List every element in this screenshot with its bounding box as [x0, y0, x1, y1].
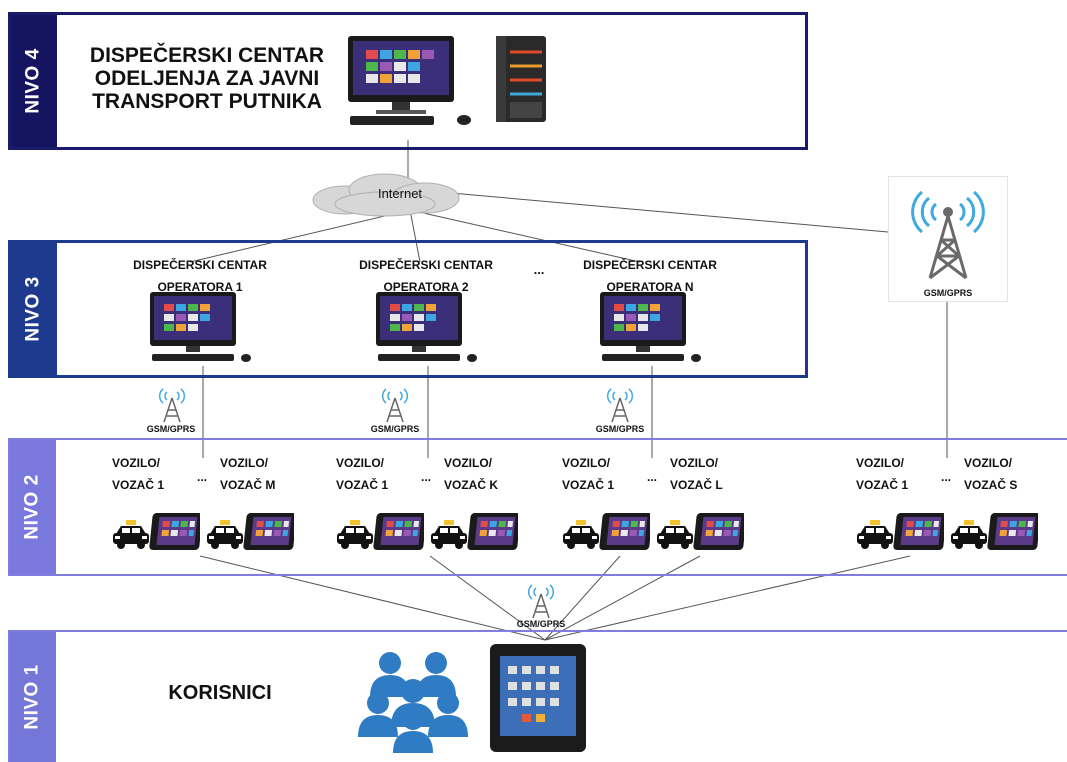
level-2-label: NIVO 2: [22, 474, 43, 540]
internet-label: Internet: [377, 186, 423, 201]
level-1-bar: NIVO 1: [10, 632, 56, 762]
level-1-label: NIVO 1: [22, 664, 43, 730]
central-dispatch-title: DISPEČERSKI CENTAR ODELJENJA ZA JAVNI TR…: [62, 44, 352, 113]
cell-tower-icon: [158, 388, 186, 423]
operator-title-line-1: DISPEČERSKI CENTAR: [359, 258, 493, 272]
vehicles-ellipsis: ...: [196, 470, 207, 484]
taxi-icon: [562, 520, 600, 555]
vehicle-group: VOZILO/VOZAČ 1 VOZILO/VOZAČ L...: [562, 450, 762, 560]
vehicle-label-line-1: VOZILO/: [444, 456, 492, 470]
gsm-label-op2: GSM/GPRS: [370, 424, 420, 434]
operator-title-line-2: OPERATORA 2: [383, 280, 469, 294]
vehicle-label-line-2: VOZAČ L: [670, 478, 723, 492]
users-label: KORISNICI: [168, 682, 272, 704]
gsm-label-main: GSM/GPRS: [923, 288, 973, 298]
desktop-monitor-icon: [348, 36, 471, 125]
taxi-icon: [656, 520, 694, 555]
tablet-icon: [466, 512, 521, 557]
tablet-icon: [372, 512, 427, 557]
desktop-monitor-icon: [600, 292, 701, 362]
operator-title-line-2: OPERATORA 1: [157, 280, 243, 294]
vehicle-label-line-2: VOZAČ 1: [112, 478, 165, 492]
gsm-label-opn: GSM/GPRS: [595, 424, 645, 434]
taxi-icon: [336, 520, 374, 555]
taxi-icon: [856, 520, 894, 555]
level-3-box: NIVO 3: [8, 240, 808, 378]
central-title-line-3: TRANSPORT PUTNIKA: [92, 90, 322, 113]
taxi-icon: [206, 520, 244, 555]
vehicle-label-line-2: VOZAČ 1: [562, 478, 615, 492]
operator-title-line-1: DISPEČERSKI CENTAR: [583, 258, 717, 272]
level-4-bar: NIVO 4: [11, 15, 57, 147]
taxi-icon: [430, 520, 468, 555]
desktop-monitor-icon: [150, 292, 251, 362]
cell-tower-icon: [527, 584, 555, 619]
vehicles-ellipsis: ...: [420, 470, 431, 484]
vehicle-label-line-1: VOZILO/: [562, 456, 610, 470]
level-2-bar: NIVO 2: [10, 440, 56, 574]
operator-title-line-1: DISPEČERSKI CENTAR: [133, 258, 267, 272]
gsm-label-users: GSM/GPRS: [516, 619, 566, 629]
vehicle-label-line-2: VOZAČ S: [964, 478, 1018, 492]
vehicle-label-line-1: VOZILO/: [336, 456, 384, 470]
tablet-icon: [490, 644, 586, 752]
operator-2-title: DISPEČERSKI CENTAR OPERATORA 2: [346, 254, 506, 298]
vehicle-label-line-1: VOZILO/: [964, 456, 1012, 470]
cell-tower-icon: [381, 388, 409, 423]
vehicle-group: VOZILO/VOZAČ 1 VOZILO/VOZAČ K...: [336, 450, 536, 560]
vehicle-label-line-2: VOZAČ M: [220, 478, 276, 492]
gsm-label-op1: GSM/GPRS: [146, 424, 196, 434]
vehicle-label-line-1: VOZILO/: [856, 456, 904, 470]
tablet-icon: [892, 512, 947, 557]
operators-ellipsis: ...: [533, 262, 545, 277]
cell-tower-icon: [606, 388, 634, 423]
vehicles-ellipsis: ...: [940, 470, 951, 484]
vehicle-label-line-2: VOZAČ 1: [336, 478, 389, 492]
vehicle-label-line-2: VOZAČ K: [444, 478, 498, 492]
level-1-box: NIVO 1: [8, 630, 1067, 762]
vehicle-group: VOZILO/VOZAČ 1 VOZILO/VOZAČ M...: [112, 450, 312, 560]
central-title-line-2: ODELJENJA ZA JAVNI: [94, 67, 320, 90]
central-title-line-1: DISPEČERSKI CENTAR: [89, 44, 325, 67]
tablet-icon: [692, 512, 747, 557]
vehicle-group: VOZILO/VOZAČ 1 VOZILO/VOZAČ S...: [856, 450, 1056, 560]
level-4-box: NIVO 4: [8, 12, 808, 150]
users-group-icon: [358, 652, 468, 753]
taxi-icon: [112, 520, 150, 555]
server-icon: [496, 36, 546, 122]
tablet-icon: [242, 512, 297, 557]
vehicles-ellipsis: ...: [646, 470, 657, 484]
operator-title-line-2: OPERATORA N: [606, 280, 694, 294]
level-2-box: NIVO 2: [8, 438, 1067, 576]
taxi-icon: [950, 520, 988, 555]
cloud-icon: [312, 173, 460, 217]
vehicle-label-line-2: VOZAČ 1: [856, 478, 909, 492]
level-3-label: NIVO 3: [23, 276, 44, 342]
desktop-monitor-icon: [376, 292, 477, 362]
tablet-icon: [148, 512, 203, 557]
tablet-icon: [598, 512, 653, 557]
level-4-label: NIVO 4: [23, 48, 44, 114]
vehicle-label-line-1: VOZILO/: [112, 456, 160, 470]
level-3-bar: NIVO 3: [11, 243, 57, 375]
tablet-icon: [986, 512, 1041, 557]
operator-1-title: DISPEČERSKI CENTAR OPERATORA 1: [120, 254, 280, 298]
cell-tower-icon: [911, 190, 985, 280]
vehicle-label-line-1: VOZILO/: [220, 456, 268, 470]
operator-n-title: DISPEČERSKI CENTAR OPERATORA N: [570, 254, 730, 298]
vehicle-label-line-1: VOZILO/: [670, 456, 718, 470]
